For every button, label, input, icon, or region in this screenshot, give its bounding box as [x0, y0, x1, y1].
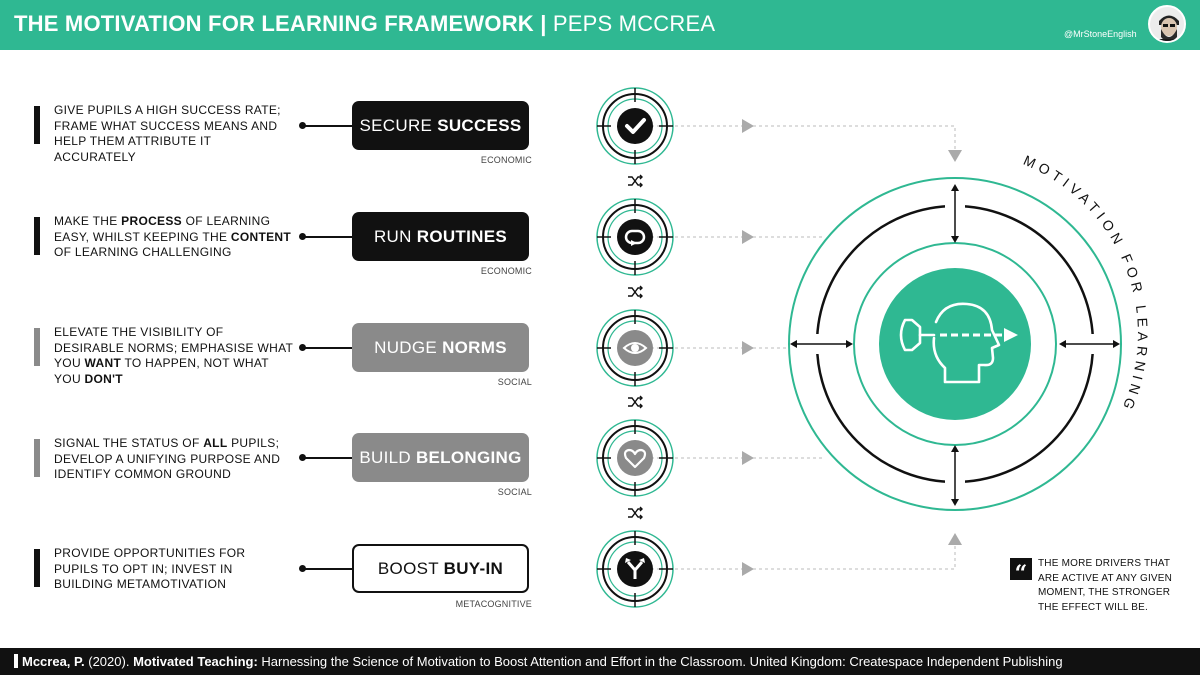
title-main: THE MOTIVATION FOR LEARNING FRAMEWORK |	[14, 11, 547, 36]
driver-icon-1	[596, 87, 674, 165]
row-description: MAKE THE PROCESS OF LEARNING EASY, WHILS…	[54, 214, 291, 259]
driver-category: ECONOMIC	[480, 266, 532, 276]
connector-line	[301, 236, 353, 238]
header-bar: THE MOTIVATION FOR LEARNING FRAMEWORK | …	[0, 0, 1200, 50]
driver-icon-5	[596, 530, 674, 608]
connector-line	[301, 347, 353, 349]
row-description: ELEVATE THE VISIBILITY OF DESIRABLE NORM…	[54, 325, 293, 386]
shuffle-icons	[628, 174, 643, 520]
shuffle-icon	[628, 174, 643, 188]
driver-icon-3	[596, 309, 674, 387]
heart-icon	[617, 440, 653, 476]
row-description: PROVIDE OPPORTUNITIES FOR PUPILS TO OPT …	[54, 546, 246, 591]
driver-icon-4	[596, 419, 674, 497]
motivation-circle: MOTIVATION FOR LEARNING	[788, 152, 1151, 511]
driver-category: ECONOMIC	[480, 155, 532, 165]
shuffle-icon	[628, 506, 643, 520]
twitter-handle[interactable]: @MrStoneEnglish	[1064, 29, 1137, 39]
wind-up-head-icon	[899, 302, 1001, 384]
bottom-entry-arrow	[948, 533, 962, 545]
row-description: GIVE PUPILS A HIGH SUCCESS RATE; FRAME W…	[54, 103, 281, 164]
top-entry-arrow	[948, 150, 962, 162]
checkmark-icon	[617, 108, 653, 144]
citation-footer: Mccrea, P. (2020). Motivated Teaching: H…	[0, 648, 1200, 675]
row-marker	[34, 328, 40, 366]
driver-nudge-norms: NUDGE NORMS	[352, 323, 529, 372]
avatar-face-icon	[1150, 7, 1184, 41]
shuffle-icon	[628, 285, 643, 299]
connector-line	[301, 568, 353, 570]
ring-label: MOTIVATION FOR LEARNING	[1021, 152, 1151, 416]
driver-boost-buy-in: BOOST BUY-IN	[352, 544, 529, 593]
quote-mark-icon: “	[1010, 558, 1032, 587]
quote-text: THE MORE DRIVERS THAT ARE ACTIVE AT ANY …	[1038, 558, 1173, 613]
connector-line	[301, 125, 353, 127]
driver-category: SOCIAL	[497, 377, 532, 387]
driver-run-routines: RUN ROUTINES	[352, 212, 529, 261]
row-description: SIGNAL THE STATUS OF ALL PUPILS; DEVELOP…	[54, 436, 281, 481]
driver-icon-2	[596, 198, 674, 276]
row-marker	[34, 439, 40, 477]
driver-category: METACOGNITIVE	[455, 599, 532, 609]
driver-build-belonging: BUILD BELONGING	[352, 433, 529, 482]
driver-category: SOCIAL	[497, 487, 532, 497]
row-marker	[34, 106, 40, 144]
shuffle-icon	[628, 395, 643, 409]
footer-marker	[14, 654, 18, 668]
loop-arrow-icon	[617, 219, 653, 255]
connector-line	[301, 457, 353, 459]
row-marker	[34, 549, 40, 587]
page-title: THE MOTIVATION FOR LEARNING FRAMEWORK | …	[14, 11, 715, 37]
title-author: PEPS MCCREA	[552, 11, 716, 36]
connector-arrowheads	[742, 119, 962, 576]
row-marker	[34, 217, 40, 255]
avatar	[1148, 5, 1186, 43]
driver-secure-success: SECURE SUCCESS	[352, 101, 529, 150]
